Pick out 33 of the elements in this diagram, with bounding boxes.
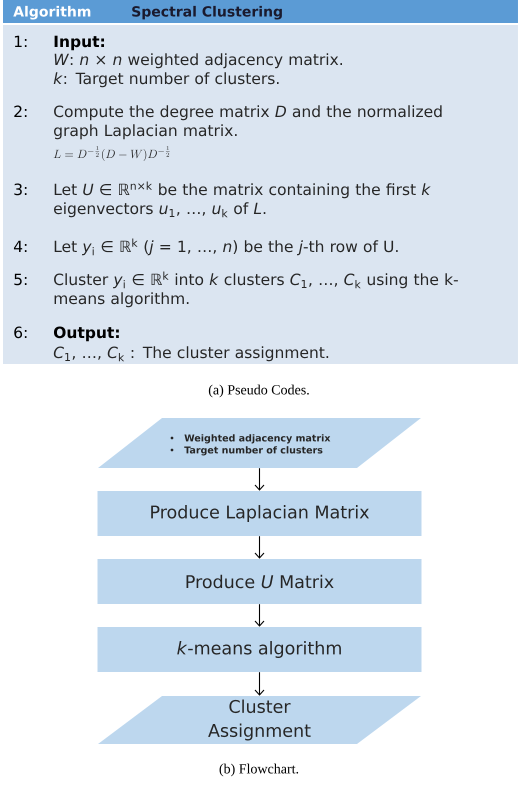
step-number: 4: <box>14 240 26 252</box>
step-text: k: Target number of clusters. <box>54 72 279 88</box>
arrow <box>254 604 264 627</box>
algorithm-panel <box>3 25 518 364</box>
input-parallelogram <box>98 418 421 468</box>
step-number: 6: <box>14 326 26 338</box>
list-item: Weighted adjacency matrix <box>184 434 330 444</box>
arrow <box>254 536 264 559</box>
step-heading: Output: <box>54 326 119 342</box>
process-box: k-means algorithm <box>98 627 422 672</box>
arrow <box>254 672 264 696</box>
arrow <box>254 468 264 491</box>
header-band <box>3 0 518 23</box>
process-box: Produce U Matrix <box>98 559 422 604</box>
step-text: Cluster y$_{i}$ ∈ ℝ$^{k}$ into k clusters C$_{1}$, …, C$_{k}$ using the k-means algorithm. <box>54 272 458 308</box>
header-title: Spectral Clustering <box>132 6 282 20</box>
formula: $L = D^{-\frac{1}{2}}(D - W)D^{-\frac{1}{2}}$ <box>54 146 170 162</box>
header-label: Algorithm <box>13 6 90 20</box>
list-item: Target number of clusters <box>184 446 322 456</box>
figure-caption: (a) Pseudo Codes. <box>208 384 309 398</box>
step-number: 3: <box>14 184 26 196</box>
step-text: W: n × n weighted adjacency matrix. <box>54 53 342 68</box>
step-heading: Input: <box>54 36 104 50</box>
step-number: 5: <box>14 274 26 286</box>
step-number: 2: <box>14 106 26 117</box>
process-box: Produce Laplacian Matrix <box>98 491 422 536</box>
output-parallelogram: Cluster Assignment <box>98 696 421 744</box>
step-number: 1: <box>14 36 26 47</box>
step-text: Let U ∈ ℝ$^{n×k}$ be the matrix containing the first k eigenvectors u$_{1}$, …, u$_{k}$ of L. <box>54 182 431 218</box>
step-text: Let y$_{i}$ ∈ ℝ$^{k}$ (j = 1, …, n) be the j-th row of U. <box>54 238 398 256</box>
step-text: C$_{1}$, …, C$_{k}$ : The cluster assignment. <box>54 346 328 362</box>
figure-caption: (b) Flowchart. <box>220 764 298 776</box>
step-text: Compute the degree matrix D and the normalized graph Laplacian matrix. <box>54 105 442 140</box>
